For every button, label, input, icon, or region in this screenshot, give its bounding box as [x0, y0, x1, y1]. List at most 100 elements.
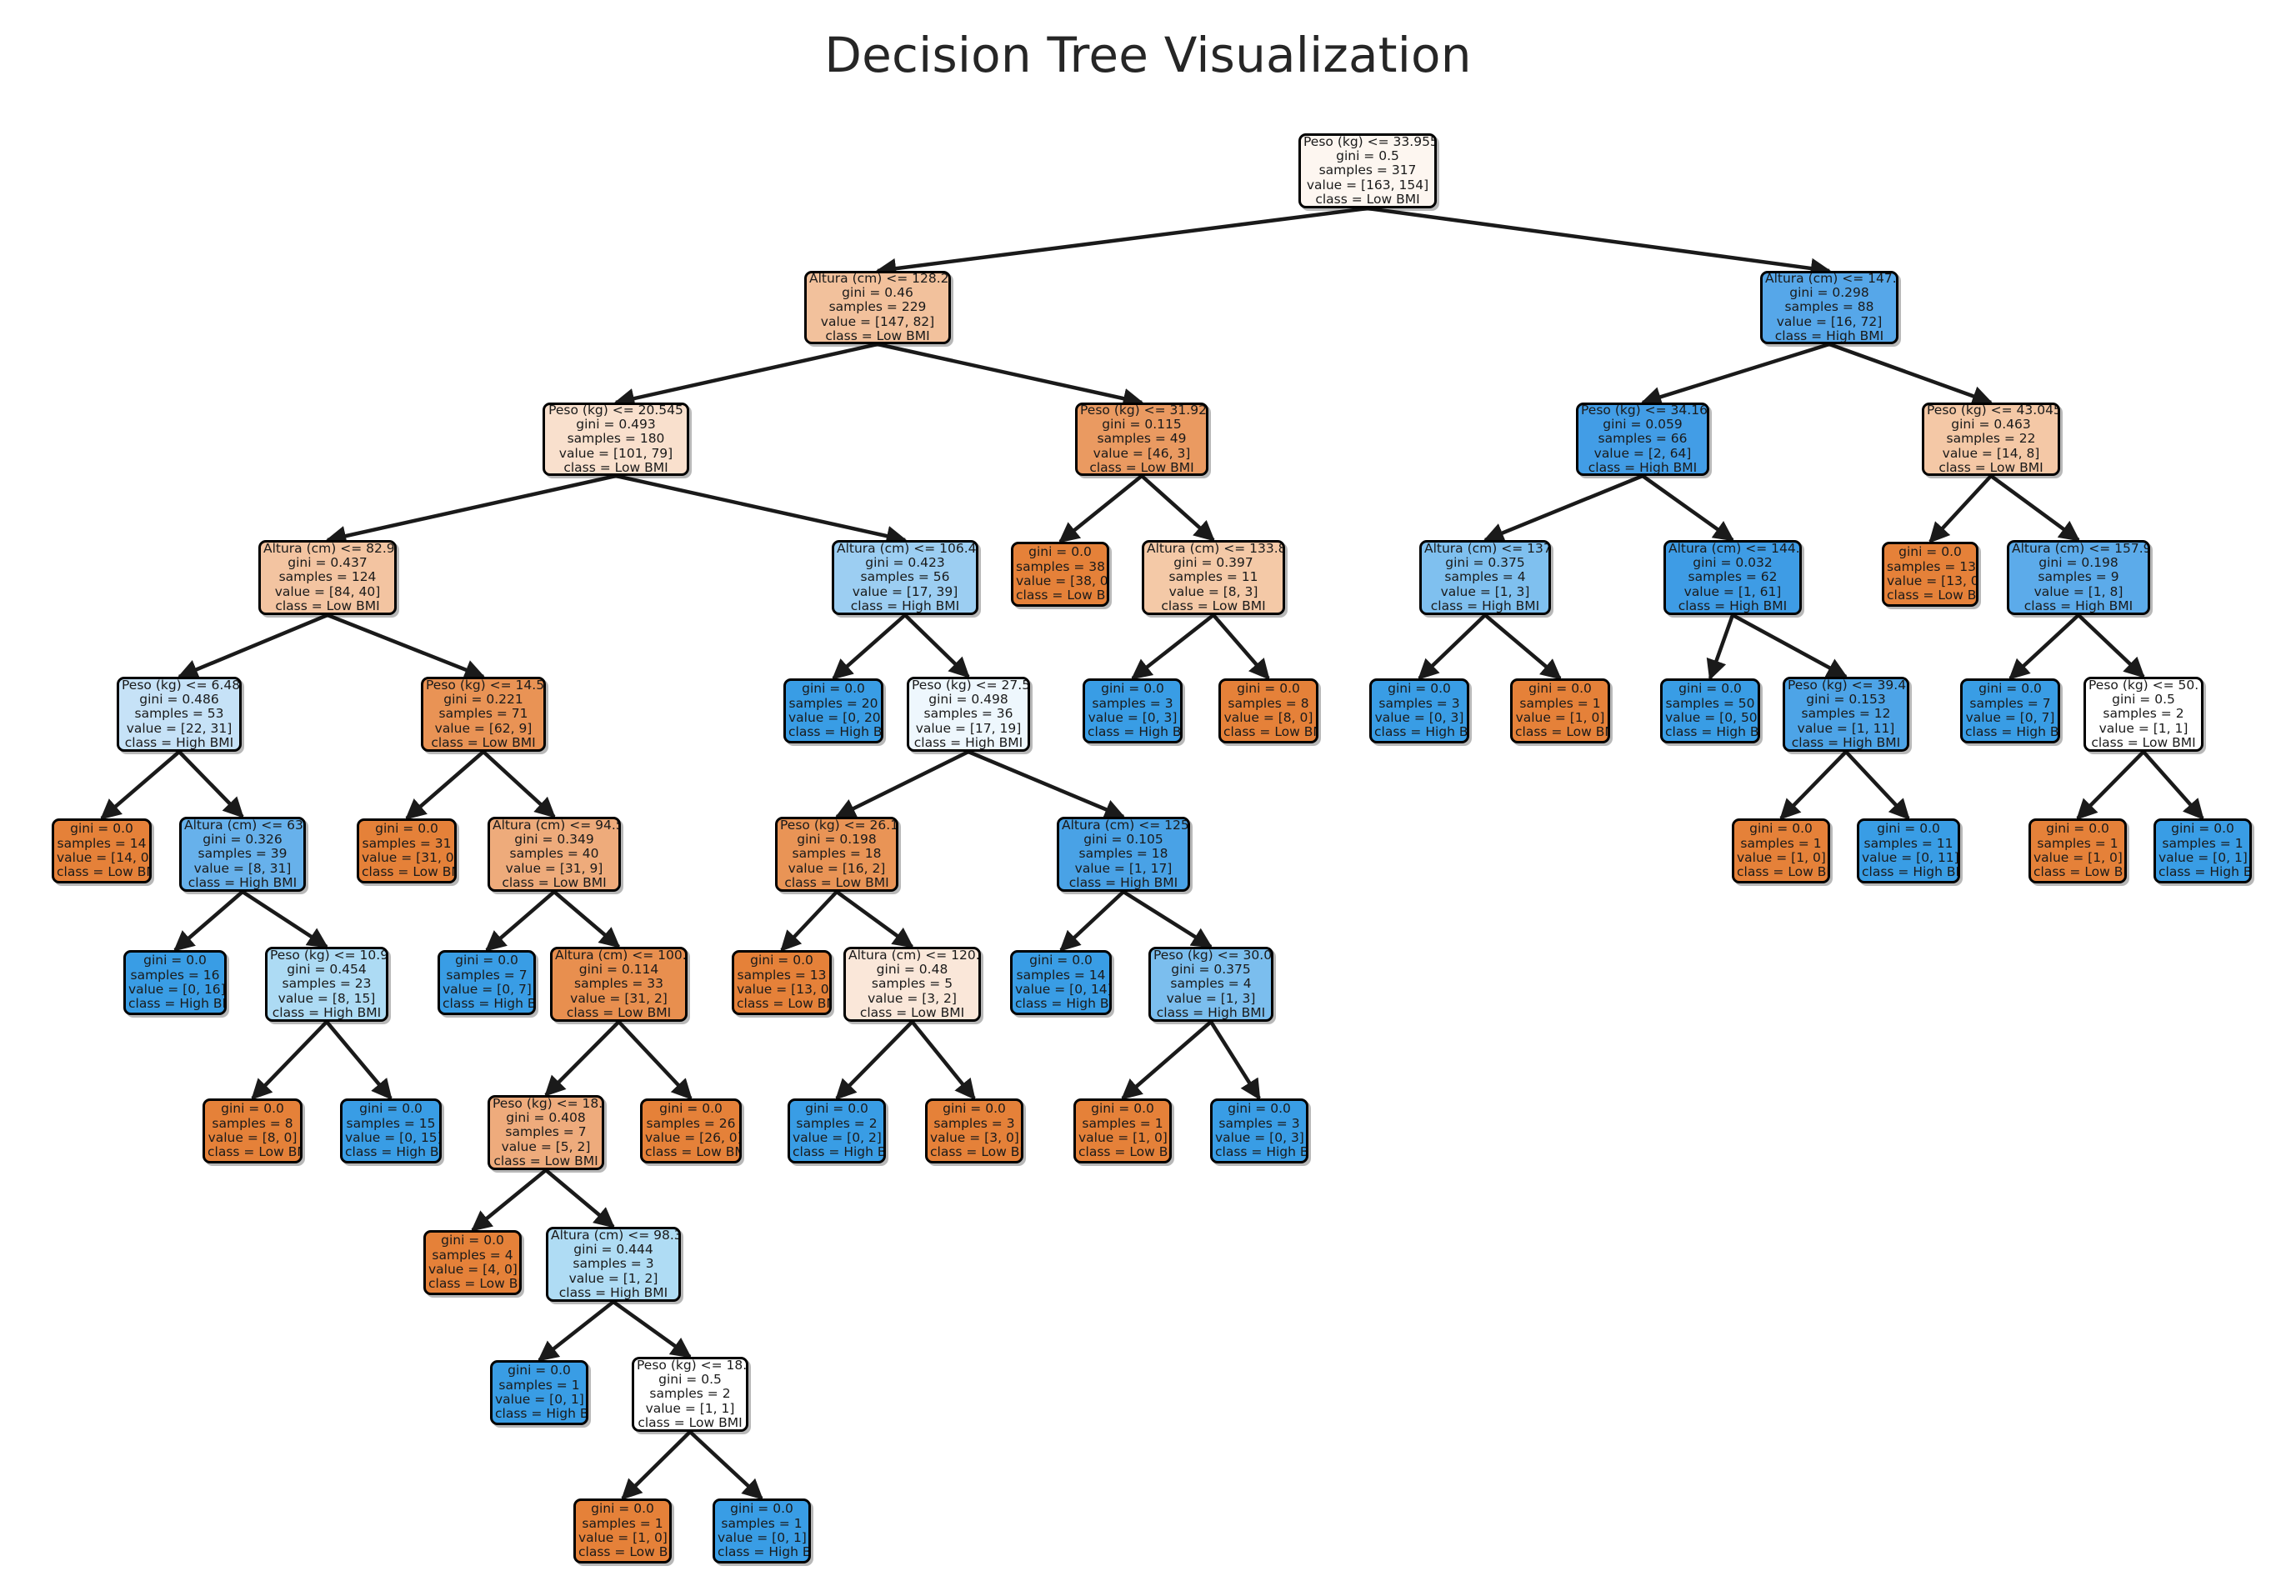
node-text-line: class = High BMI: [1215, 1144, 1308, 1160]
node-text-line: gini = 0.0: [802, 681, 865, 697]
node-text-line: value = [147, 82]: [820, 313, 935, 329]
tree-decision-node: Altura (cm) <= 125.03gini = 0.105samples…: [1057, 817, 1190, 892]
tree-edge: [877, 342, 1144, 409]
tree-edge: [2077, 613, 2145, 678]
node-text-line: samples = 13: [737, 967, 827, 983]
tree-edge: [177, 613, 328, 679]
node-text-line: class = High BMI: [272, 1005, 382, 1021]
node-text-line: gini = 0.105: [1083, 831, 1163, 847]
node-text-line: value = [22, 31]: [126, 720, 233, 736]
node-text-line: gini = 0.0: [70, 821, 133, 837]
node-text-line: samples = 1: [1740, 835, 1822, 851]
node-text-line: Peso (kg) <= 6.48: [122, 677, 241, 693]
node-text-line: samples = 13: [1887, 558, 1976, 574]
node-text-line: gini = 0.0: [359, 1101, 423, 1117]
node-text-line: value = [1, 1]: [645, 1400, 735, 1416]
node-text-line: value = [8, 15]: [278, 990, 376, 1006]
tree-edge: [835, 890, 914, 948]
node-text-line: gini = 0.326: [203, 831, 283, 847]
node-text-line: samples = 16: [130, 967, 220, 983]
tree-edge: [1367, 206, 1832, 279]
node-text-line: class = High BMI: [850, 598, 960, 614]
tree-edge: [544, 1168, 615, 1228]
node-text-line: Altura (cm) <= 147.68: [1765, 271, 1898, 286]
node-text-line: class = High BMI: [718, 1544, 811, 1560]
node-text-line: value = [1, 2]: [568, 1270, 658, 1286]
node-text-line: samples = 7: [1969, 695, 2051, 711]
node-text-line: samples = 39: [198, 846, 288, 862]
node-text-line: gini = 0.0: [1749, 821, 1813, 837]
node-text-line: gini = 0.0: [2046, 821, 2109, 837]
node-text-line: gini = 0.153: [1806, 691, 1886, 707]
node-text-line: class = High BMI: [1665, 724, 1759, 740]
node-text-line: samples = 7: [446, 967, 528, 983]
node-text-line: class = High BMI: [1015, 996, 1109, 1012]
node-text-line: class = High BMI: [793, 1144, 886, 1160]
node-text-line: value = [84, 40]: [274, 583, 381, 599]
node-text-line: samples = 22: [1946, 431, 2036, 447]
tree-edge: [875, 206, 1368, 279]
node-text-line: Peso (kg) <= 43.045: [1927, 403, 2060, 418]
node-text-line: Peso (kg) <= 30.05: [1153, 947, 1273, 963]
node-text-line: gini = 0.0: [730, 1501, 793, 1517]
node-text-line: value = [5, 2]: [501, 1138, 591, 1154]
node-text-line: class = High BMI: [1965, 724, 2059, 740]
node-text-line: value = [26, 0]: [645, 1130, 742, 1145]
node-text-line: value = [0, 2]: [793, 1130, 882, 1145]
node-text-line: samples = 56: [860, 569, 950, 585]
node-text-line: samples = 12: [1801, 706, 1891, 722]
node-text-line: class = Low BMI: [1887, 588, 1977, 603]
node-text-line: samples = 18: [792, 846, 882, 862]
node-text-line: class = Low BMI: [1089, 460, 1194, 476]
node-text-line: Peso (kg) <= 14.54: [426, 677, 546, 693]
node-text-line: samples = 1: [498, 1377, 580, 1393]
node-text-line: gini = 0.454: [287, 961, 367, 977]
tree-edge: [1844, 750, 1910, 820]
node-text-line: gini = 0.0: [375, 821, 438, 837]
node-text-line: class = High BMI: [1862, 864, 1960, 880]
node-text-line: class = Low BMI: [1223, 724, 1318, 740]
node-text-line: class = High BMI: [1068, 875, 1178, 891]
node-text-line: value = [62, 9]: [434, 720, 533, 736]
tree-edge: [553, 890, 621, 948]
node-text-line: value = [14, 0]: [57, 850, 152, 865]
node-text-line: class = High BMI: [443, 996, 536, 1012]
tree-edge: [910, 1020, 976, 1100]
node-text-line: class = Low BMI: [1315, 192, 1420, 208]
tree-decision-node: Altura (cm) <= 98.355gini = 0.444samples…: [546, 1227, 681, 1302]
node-text-line: samples = 124: [278, 569, 377, 585]
node-text-line: samples = 7: [505, 1124, 587, 1140]
node-text-line: gini = 0.0: [1228, 1101, 1291, 1117]
tree-edge: [1641, 474, 1735, 542]
node-text-line: samples = 18: [1078, 846, 1168, 862]
node-text-line: gini = 0.46: [842, 284, 913, 300]
node-text-line: Peso (kg) <= 34.165: [1581, 403, 1709, 418]
tree-edge: [1731, 613, 1848, 678]
node-text-line: value = [0, 1]: [2158, 850, 2248, 865]
node-text-line: class = Low BMI: [566, 1005, 672, 1021]
node-text-line: gini = 0.0: [1877, 821, 1940, 837]
node-text-line: class = Low BMI: [275, 598, 380, 614]
node-text-line: samples = 1: [582, 1515, 663, 1531]
node-text-line: value = [0, 16]: [128, 982, 226, 997]
tree-edge: [1483, 473, 1643, 543]
node-text-line: value = [8, 31]: [193, 860, 292, 876]
node-text-line: value = [8, 3]: [1168, 583, 1258, 599]
tree-edge: [615, 473, 908, 547]
node-text-line: gini = 0.0: [1029, 953, 1093, 968]
node-text-line: gini = 0.5: [1336, 148, 1399, 163]
